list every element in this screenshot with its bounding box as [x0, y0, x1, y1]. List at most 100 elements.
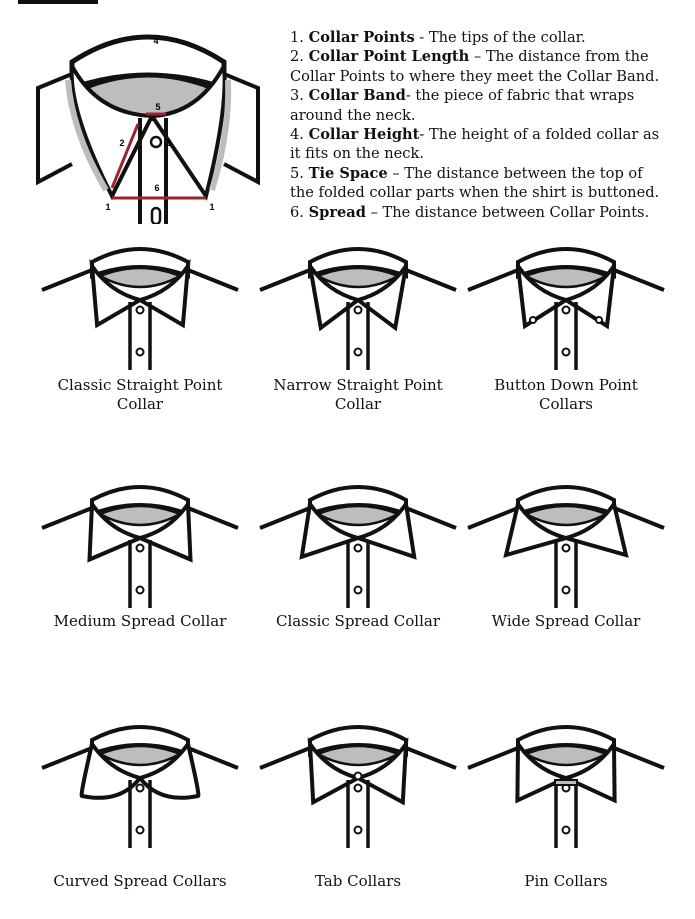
collar-button: [353, 305, 363, 315]
placket-button: [135, 825, 145, 835]
neck-opening: [97, 504, 183, 527]
neck-opening: [523, 266, 609, 289]
collar-illustration-button-down: [467, 247, 665, 370]
collar-pin: [554, 779, 578, 786]
collar-button: [135, 543, 145, 553]
collar-caption-wide-spread: Wide Spread Collar: [456, 612, 676, 631]
left-collar-wing: [79, 739, 144, 800]
placket: [128, 540, 152, 608]
collar-illustration-tab: [259, 725, 457, 848]
tab-button-top: [353, 771, 363, 781]
definitions-list: 1. Collar Points - The tips of the colla…: [290, 28, 690, 222]
top-rule: [18, 0, 98, 4]
label-spread: 6: [154, 183, 159, 193]
placket-buttonhole: [150, 206, 162, 224]
definition-line: 3. Collar Band- the piece of fabric that…: [290, 87, 635, 105]
neck-opening: [315, 744, 401, 767]
collar-caption-classic-spread: Classic Spread Collar: [248, 612, 468, 631]
collar-illustration-wide-spread: [467, 485, 665, 608]
placket: [554, 780, 578, 848]
placket-button: [353, 585, 363, 595]
right-collar-wing: [133, 497, 193, 563]
shoulder-lines: [41, 746, 239, 770]
placket: [554, 302, 578, 370]
right-collar-wing: [136, 739, 201, 800]
main-collar-diagram: 4 5 2 3 6 1 1: [36, 34, 260, 224]
shoulder-lines: [41, 268, 239, 292]
collar-illustration-classic-straight: [41, 247, 239, 370]
collar-button: [353, 783, 363, 793]
right-collar-wing: [148, 59, 227, 201]
caption-line: Classic Spread Collar: [275, 612, 441, 630]
neck-opening: [315, 266, 401, 289]
definition-line: 1. Collar Points - The tips of the colla…: [290, 29, 586, 46]
collar-button: [561, 305, 571, 315]
placket: [128, 302, 152, 370]
caption-line: Collar: [334, 395, 382, 413]
placket-button: [135, 347, 145, 357]
shoulder-lines: [467, 268, 665, 292]
caption-line: Classic Straight Point: [57, 376, 223, 394]
definition-line: Collar Points to where they meet the Col…: [290, 67, 660, 85]
shoulder-lines: [467, 506, 665, 530]
definition-line: the folded collar parts when the shirt i…: [290, 184, 660, 202]
shoulder-lines: [259, 506, 457, 530]
collar-illustration-curved-spread: [41, 725, 239, 848]
collar-caption-curved-spread: Curved Spread Collars: [30, 872, 250, 891]
collar-caption-medium-spread: Medium Spread Collar: [30, 612, 250, 631]
right-collar-wing: [134, 258, 191, 329]
collar-caption-tab: Tab Collars: [248, 872, 468, 891]
neck-opening: [315, 504, 401, 527]
collar-button: [149, 135, 163, 149]
collar-caption-pin: Pin Collars: [456, 872, 676, 891]
caption-line: Pin Collars: [524, 872, 608, 890]
left-shoulder: [36, 72, 73, 186]
neck-opening: [97, 266, 183, 289]
shoulder-lines: [467, 746, 665, 770]
right-collar-wing: [351, 498, 417, 560]
collar-button: [353, 543, 363, 553]
placket-button: [353, 347, 363, 357]
collar-button: [135, 305, 145, 315]
caption-line: Curved Spread Collars: [53, 872, 227, 890]
label-collar-band: 3: [166, 138, 171, 148]
shoulder-lines: [259, 746, 457, 770]
definition-line: 2. Collar Point Length – The distance fr…: [290, 48, 649, 66]
caption-line: Collars: [539, 395, 593, 413]
placket-button: [561, 825, 571, 835]
right-collar-shadow: [209, 79, 232, 191]
placket: [346, 302, 370, 370]
right-collar-wing: [561, 264, 616, 330]
right-collar-wing: [353, 264, 408, 332]
definition-line: 6. Spread – The distance between Collar …: [290, 203, 650, 221]
neck-opening: [523, 744, 609, 767]
left-collar-wing: [69, 59, 156, 201]
label-collar-point-length: 2: [119, 138, 124, 148]
button-down-right: [595, 316, 603, 324]
caption-line: Medium Spread Collar: [53, 612, 227, 630]
shoulder-lines: [259, 268, 457, 292]
placket-button: [561, 347, 571, 357]
placket-button: [135, 585, 145, 595]
collar-point-length-line: [110, 123, 140, 189]
shoulder-lines: [41, 506, 239, 530]
placket: [346, 540, 370, 608]
caption-line: Wide Spread Collar: [491, 612, 641, 630]
placket-button: [353, 825, 363, 835]
definition-line: 4. Collar Height- The height of a folded…: [290, 126, 660, 144]
label-collar-point-left: 1: [105, 202, 110, 212]
caption-line: Collar: [116, 395, 164, 413]
placket-button: [561, 585, 571, 595]
definition-line: 5. Tie Space – The distance between the …: [290, 164, 643, 182]
right-shoulder: [223, 72, 260, 186]
placket: [346, 780, 370, 848]
neck-opening: [523, 504, 609, 527]
collar-button: [561, 543, 571, 553]
collar-illustration-narrow-straight: [259, 247, 457, 370]
placket: [554, 540, 578, 608]
right-collar-wing: [560, 737, 617, 804]
definition-line: it fits on the neck.: [290, 145, 424, 163]
